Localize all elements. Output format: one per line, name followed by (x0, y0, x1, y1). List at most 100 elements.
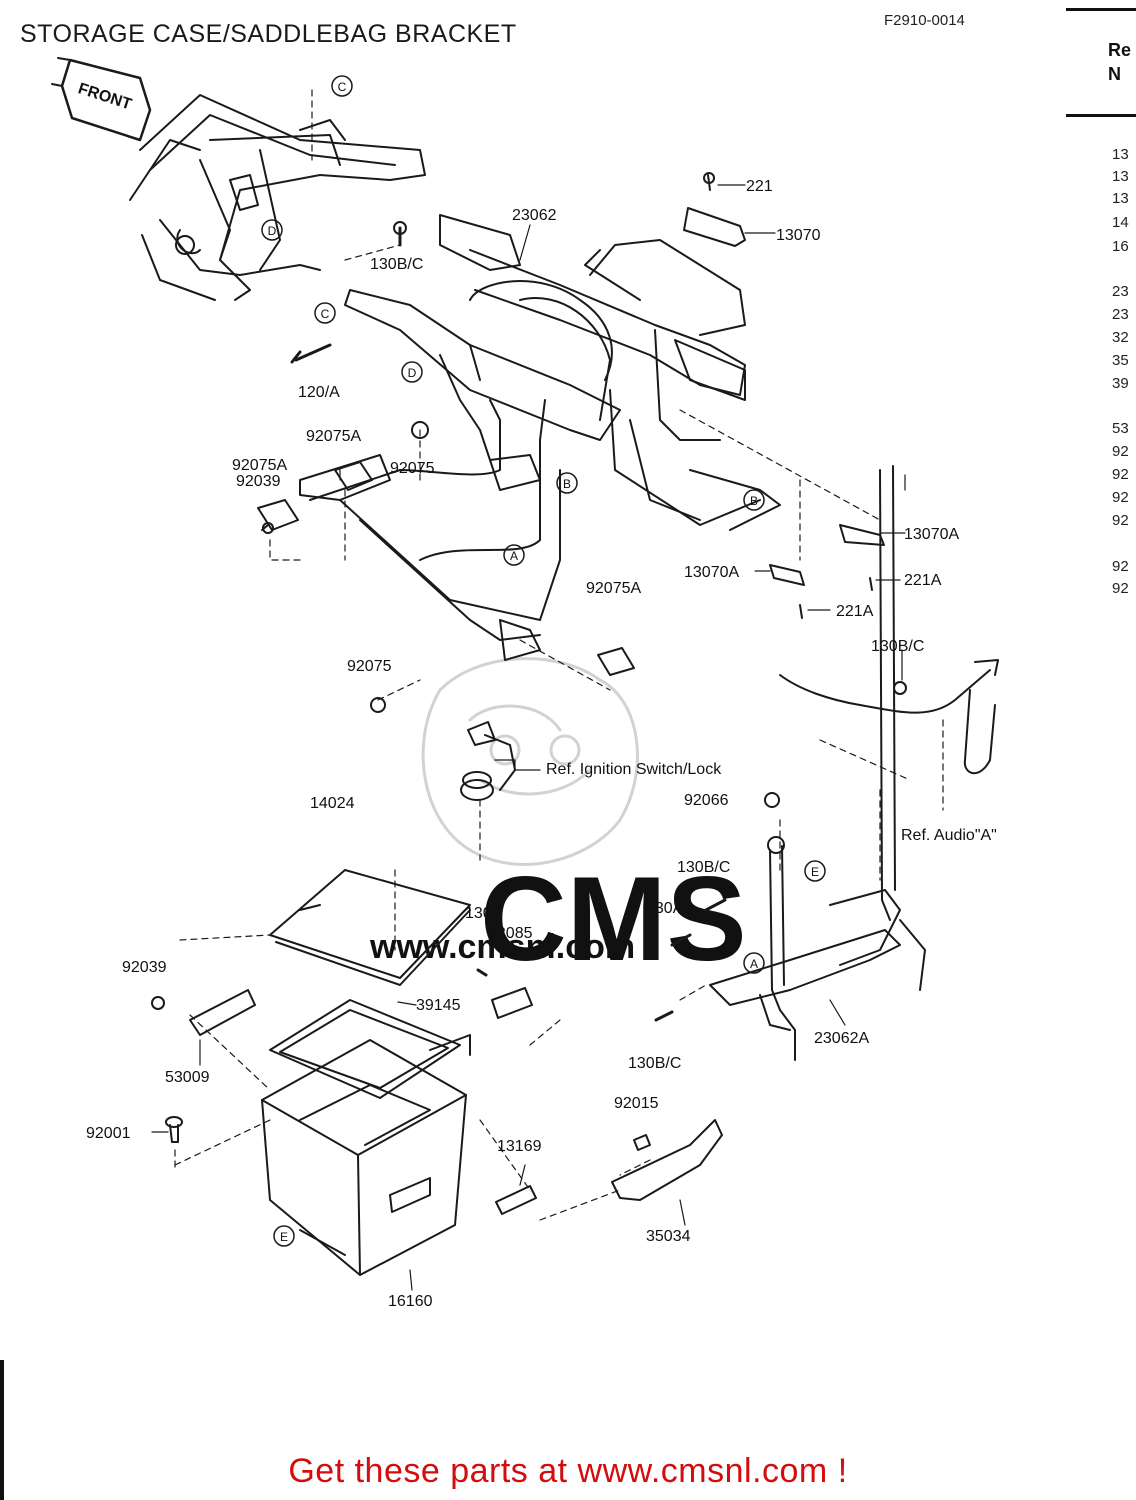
table-row-number: 92 (1112, 489, 1129, 506)
screw-92039-head (262, 522, 274, 534)
watermark-logo (421, 657, 639, 866)
bolt-92001 (165, 1116, 183, 1143)
table-row-number: 32 (1112, 329, 1129, 346)
audio-cable (779, 659, 999, 775)
drawing-code: F2910-0014 (884, 12, 965, 29)
bolt-221a (799, 604, 803, 619)
callout-letter: D (268, 224, 277, 238)
ref-label: Ref. Ignition Switch/Lock (546, 761, 722, 778)
part-label: 130B/C (370, 256, 423, 273)
clip-13070a (839, 524, 885, 546)
table-row-number: 53 (1112, 420, 1129, 437)
part-label: 23062A (814, 1030, 869, 1047)
table-row-number: 13 (1112, 190, 1129, 207)
part-label: 92039 (236, 473, 281, 490)
callout-circle (401, 361, 423, 383)
part-label: 221A (836, 603, 874, 620)
table-row-number: 14 (1112, 214, 1129, 231)
motorcycle-frame (129, 94, 426, 301)
ignition-lock (460, 721, 516, 801)
callout-circle (804, 860, 826, 882)
part-label: 13070 (776, 227, 821, 244)
bolt-130a (704, 898, 727, 912)
front-tag-label: FRONT (76, 80, 134, 113)
order-parts-link[interactable]: Get these parts at www.cmsnl.com ! (288, 1452, 848, 1490)
callout-circle (743, 952, 765, 974)
part-label: 35034 (646, 1228, 691, 1245)
reference-table-edge: Re N 13 13 13 14 16 23 23 32 35 39 53 92… (1062, 0, 1136, 620)
part-label: 92075A (586, 580, 641, 597)
part-label: 92066 (684, 792, 729, 809)
seal-39145 (269, 999, 471, 1099)
part-label: 92075 (347, 658, 392, 675)
label-leader-lines (151, 184, 906, 1291)
page-edge-bar (0, 1360, 4, 1500)
clip-13070a (769, 564, 805, 586)
callout-circle (743, 489, 765, 511)
callout-letter: D (408, 366, 417, 380)
part-label: 92039 (122, 959, 167, 976)
nut-92015 (633, 1134, 651, 1151)
table-row-number: 92 (1112, 512, 1129, 529)
callout-circle (556, 472, 578, 494)
part-label: 32085 (488, 925, 533, 942)
callout-letter: E (280, 1230, 288, 1244)
table-row-number: 16 (1112, 238, 1129, 255)
rubber-pad-92075a (334, 461, 373, 491)
table-row-number: 35 (1112, 352, 1129, 369)
exploded-parts-diagram: CMS www.cmsnl.com FRONT (51, 57, 999, 1310)
part-label: 221A (904, 572, 942, 589)
callout-letter: C (338, 80, 347, 94)
callout-letter: A (510, 549, 518, 563)
watermark-text: CMS (480, 852, 747, 986)
part-label: 92015 (614, 1095, 659, 1112)
part-label: 39145 (416, 997, 461, 1014)
rubber-pad-92075a (597, 647, 635, 676)
part-label: 16160 (388, 1293, 433, 1310)
plate-32085 (491, 987, 533, 1019)
callout-circle (261, 219, 283, 241)
bolt-130bc (654, 1010, 674, 1022)
storage-lid-14024 (269, 869, 471, 986)
part-label: 13169 (497, 1138, 542, 1155)
collar-130bc (767, 836, 785, 854)
table-row-number: 23 (1112, 283, 1129, 300)
bolt-221-head (703, 172, 715, 184)
callout-circle (314, 302, 336, 324)
table-row-number: 39 (1112, 375, 1129, 392)
bracket-35034 (611, 1119, 723, 1201)
table-row-number: 13 (1112, 168, 1129, 185)
callout-circle (503, 544, 525, 566)
part-label: 130B/C (871, 638, 924, 655)
table-row-number: 92 (1112, 558, 1129, 575)
part-label: 130B/C (628, 1055, 681, 1072)
table-row-number: 13 (1112, 146, 1129, 163)
bolt-120a (290, 343, 332, 364)
part-label: 130B/C (677, 859, 730, 876)
table-row-number: 23 (1112, 306, 1129, 323)
bolt-130a (670, 933, 692, 947)
bolt-221a (869, 577, 873, 591)
callout-circle (273, 1225, 295, 1247)
clip-13070 (683, 207, 746, 247)
storage-case-16160 (261, 1039, 467, 1276)
table-top-rule (1066, 8, 1136, 11)
front-arrow-tag: FRONT (51, 57, 152, 142)
latch-53009 (189, 989, 256, 1036)
grommet-92075 (411, 421, 429, 439)
callout-letter: B (563, 477, 571, 491)
part-label: 92001 (86, 1125, 131, 1142)
rear-carrier-23062 (344, 214, 781, 531)
page-title: STORAGE CASE/SADDLEBAG BRACKET (20, 20, 517, 48)
table-row-number: 92 (1112, 443, 1129, 460)
ref-label: Ref. Audio"A" (901, 827, 997, 844)
table-heading: Re N (1108, 40, 1132, 84)
part-label: 221 (746, 178, 773, 195)
part-label: 130 (465, 905, 492, 922)
part-label: 130A (646, 900, 684, 917)
part-label: 92075 (390, 460, 435, 477)
pin-13169 (495, 1185, 537, 1215)
part-label: 13070A (904, 526, 959, 543)
part-label: 53009 (165, 1069, 210, 1086)
table-header-rule (1066, 114, 1136, 117)
